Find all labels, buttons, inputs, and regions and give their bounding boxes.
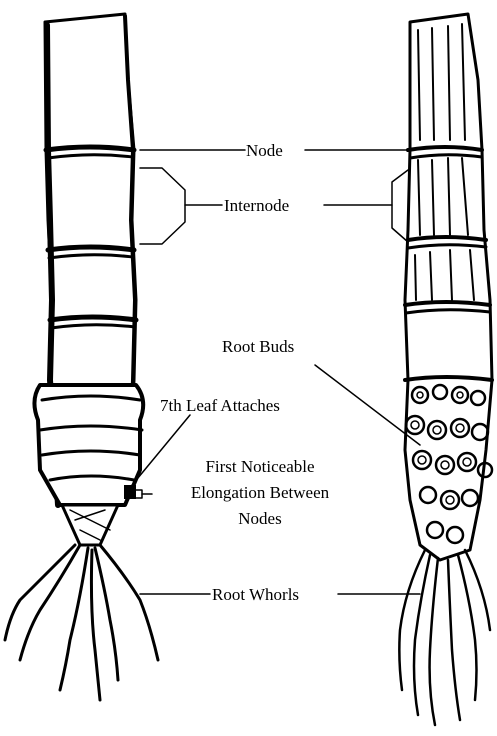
left-stalk-illustration xyxy=(5,14,158,700)
label-7th-leaf-attaches: 7th Leaf Attaches xyxy=(160,396,280,415)
label-elongation-line1: First Noticeable xyxy=(205,457,314,476)
label-root-whorls: Root Whorls xyxy=(212,585,299,604)
label-root-buds: Root Buds xyxy=(222,337,294,356)
right-stalk-illustration xyxy=(399,14,492,725)
label-elongation-line3: Nodes xyxy=(238,509,281,528)
label-internode: Internode xyxy=(224,196,289,215)
label-elongation-line2: Elongation Between xyxy=(191,483,330,502)
label-node: Node xyxy=(246,141,283,160)
